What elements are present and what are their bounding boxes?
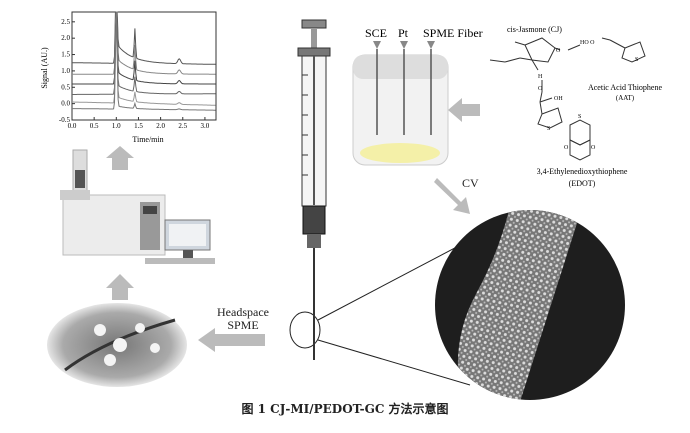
x-axis-label: Time/min — [132, 135, 163, 144]
series-line-trace3 — [72, 11, 216, 85]
edot-label: 3,4-Ethylenedioxythiophene — [537, 167, 628, 176]
arrow-up-icon — [106, 274, 134, 300]
series-line-trace5 — [72, 11, 216, 106]
atom-o: O — [591, 145, 596, 151]
x-tick-label: 1.5 — [134, 122, 143, 130]
y-tick-label: 2.0 — [61, 34, 70, 42]
electrochemical-cell: SCE Pt SPME Fiber — [352, 26, 483, 166]
sem-fiber-image — [435, 210, 625, 400]
y-tick-label: -0.5 — [59, 116, 71, 124]
aat-label: Acetic Acid Thiophene — [588, 83, 663, 92]
spme-fiber-label: SPME Fiber — [423, 26, 483, 40]
flower-photo — [47, 303, 187, 387]
atom-oh: OH — [554, 96, 563, 102]
x-tick-label: 1.0 — [112, 122, 121, 130]
x-tick-label: 0.0 — [68, 122, 77, 130]
series-line-trace6 — [71, 11, 216, 111]
sce-label: SCE — [365, 26, 387, 40]
y-tick-label: 1.0 — [61, 67, 70, 75]
x-tick-label: 2.5 — [178, 122, 187, 130]
atom-o: O — [564, 145, 569, 151]
pt-label: Pt — [398, 26, 409, 40]
x-tick-label: 3.0 — [201, 122, 210, 130]
cj-label: cis-Jasmone (CJ) — [507, 25, 562, 34]
edot-abbr: (EDOT) — [569, 179, 596, 188]
plot-frame — [71, 11, 217, 121]
aat-abbr: (AAT) — [616, 94, 635, 102]
series-line-trace2 — [72, 11, 216, 75]
atom-s: S — [635, 57, 638, 63]
molecule-structures: cis-Jasmone (CJ) O HO O H O OH S S S O O… — [489, 25, 663, 188]
arrow-diagonal-icon — [434, 178, 470, 214]
gc-instrument — [60, 149, 215, 264]
arrow-left-icon — [448, 98, 480, 122]
series-line-trace1 — [72, 11, 216, 65]
figure-caption: 图 1 CJ-MI/PEDOT-GC 方法示意图 — [241, 402, 449, 416]
y-tick-label: 2.5 — [61, 18, 70, 26]
y-tick-label: 0.0 — [61, 100, 70, 108]
x-tick-label: 0.5 — [90, 122, 99, 130]
headspace-spme-label: Headspace SPME — [213, 306, 273, 332]
y-tick-label: 0.5 — [61, 83, 70, 91]
y-axis-label: Signal (AU.) — [40, 47, 49, 89]
atom-o: O — [556, 48, 561, 54]
spme-syringe — [297, 19, 331, 360]
atom-s: S — [547, 126, 550, 132]
x-tick-label: 2.0 — [156, 122, 165, 130]
cv-label: CV — [462, 176, 479, 190]
series-line-trace4 — [72, 11, 216, 95]
arrow-up-icon — [106, 146, 134, 170]
headspace-text: Headspace — [217, 305, 269, 319]
atom-s: S — [578, 114, 581, 120]
atom-o: O — [538, 86, 543, 92]
spme-text: SPME — [227, 318, 259, 332]
atom-hoo: HO O — [580, 40, 595, 46]
y-tick-label: 1.5 — [61, 51, 70, 59]
arrow-left-icon — [198, 328, 265, 352]
atom-h: H — [538, 74, 543, 80]
